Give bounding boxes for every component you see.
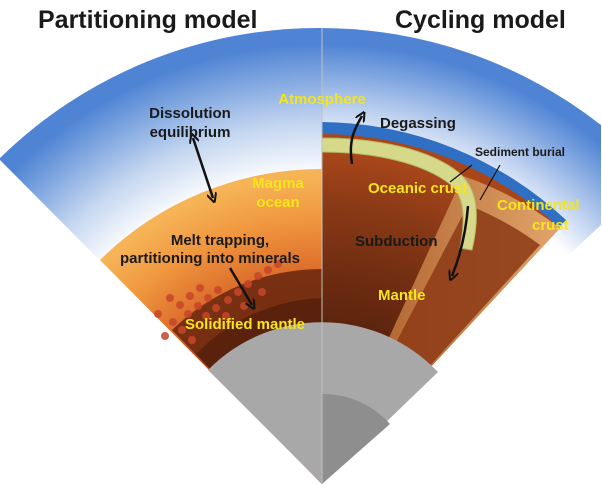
subduction-arrow: [452, 205, 470, 276]
sediment-pointer-1: [449, 164, 473, 183]
atmosphere-label: Atmosphere: [278, 91, 366, 108]
dissolution-arrow: [193, 138, 213, 198]
magma-label-1: Magma: [252, 175, 304, 192]
degassing-arrow: [349, 116, 362, 165]
dissolution-label-2: equilibrium: [150, 124, 231, 141]
dissolution-label-1: Dissolution: [149, 105, 231, 122]
cycling-model-heading: Cycling model: [395, 6, 566, 34]
oceanic-crust-label: Oceanic crust: [368, 180, 467, 197]
magma-label-2: ocean: [256, 194, 299, 211]
partitioning-model-heading: Partitioning model: [38, 6, 258, 34]
sediment-pointer-2: [479, 164, 501, 201]
continental-crust-label-2: crust: [532, 217, 569, 234]
subduction-label: Subduction: [355, 233, 438, 250]
mantle-label: Mantle: [378, 287, 426, 304]
continental-crust-label-1: Continental: [497, 197, 580, 214]
solidified-mantle-label: Solidified mantle: [185, 316, 305, 333]
sediment-burial-label: Sediment burial: [475, 145, 565, 159]
melt-label-2: partitioning into minerals: [120, 250, 300, 267]
inner-core-region: [322, 393, 390, 484]
partitioning-arrow: [228, 267, 252, 305]
degassing-label: Degassing: [380, 115, 456, 132]
melt-label-1: Melt trapping,: [171, 232, 269, 249]
